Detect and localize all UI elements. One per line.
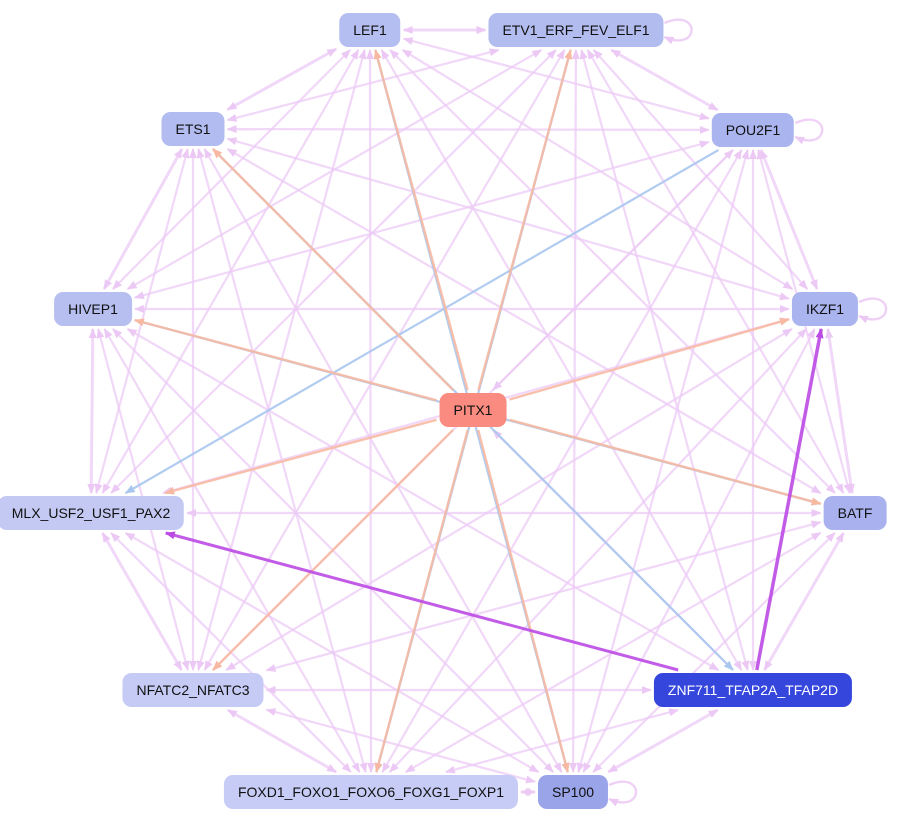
edge-znf711_tfap2a_tfap2d-foxd1_foxo1_foxo6_foxg1_foxp1	[444, 708, 680, 774]
edge-pou2f1-pitx1	[492, 149, 734, 391]
edge-mlx_usf2_usf1_pax2-hivep1	[87, 328, 97, 494]
edge-batf-znf711_tfap2a_tfap2d	[763, 532, 845, 671]
node-etv1_erf_fev_elf1[interactable]: ETV1_ERF_FEV_ELF1	[488, 13, 664, 47]
edge-pou2f1-mlx_usf2_usf1_pax2	[124, 149, 719, 494]
edge-ikzf1-batf	[825, 328, 855, 494]
node-sp100[interactable]: SP100	[537, 775, 609, 809]
edge-batf-ets1	[226, 148, 822, 495]
edge-lef1-znf711_tfap2a_tfap2d	[380, 49, 743, 671]
edge-pitx1-lef1	[373, 49, 469, 391]
edge-sp100-mlx_usf2_usf1_pax2	[124, 532, 540, 773]
edge-pitx1-ikzf1	[509, 317, 790, 401]
edge-etv1_erf_fev_elf1-ets1	[226, 48, 500, 122]
edge-pitx1-ets1	[212, 148, 454, 391]
node-hivep1[interactable]: HIVEP1	[54, 292, 132, 326]
edge-pitx1-hivep1	[133, 318, 437, 402]
edge-lef1-hivep1	[112, 49, 351, 290]
edge-lef1-foxd1_foxo1_foxo6_foxg1_foxp1	[366, 49, 375, 773]
node-mlx_usf2_usf1_pax2[interactable]: MLX_USF2_USF1_PAX2	[0, 496, 185, 530]
node-ets1[interactable]: ETS1	[161, 112, 225, 146]
edge-znf711_tfap2a_tfap2d-hivep1	[126, 328, 720, 671]
node-pitx1[interactable]: PITX1	[439, 393, 507, 427]
self-loop-pou2f1	[794, 118, 824, 145]
edge-etv1_erf_fev_elf1-sp100	[569, 49, 580, 773]
edge-znf711_tfap2a_tfap2d-mlx_usf2_usf1_pax2	[164, 531, 679, 672]
node-lef1[interactable]: LEF1	[339, 13, 401, 47]
edge-pou2f1-ets1	[226, 125, 710, 134]
self-loop-etv1_erf_fev_elf1	[663, 18, 693, 45]
edge-lef1-ikzf1	[401, 49, 794, 290]
edge-pitx1-sp100	[477, 429, 570, 773]
edge-ikzf1-ets1	[226, 137, 790, 301]
edge-hivep1-ets1	[102, 148, 184, 290]
edge-pitx1-etv1_erf_fev_elf1	[477, 49, 573, 391]
edge-pitx1-mlx_usf2_usf1_pax2	[164, 418, 437, 495]
node-foxd1_foxo1_foxo6_foxg1_foxp1[interactable]: FOXD1_FOXO1_FOXO6_FOXG1_FOXP1	[223, 775, 519, 809]
node-batf[interactable]: BATF	[823, 496, 887, 530]
edge-pitx1-batf	[509, 418, 822, 506]
node-ikzf1[interactable]: IKZF1	[791, 292, 859, 326]
node-pou2f1[interactable]: POU2F1	[711, 113, 795, 147]
edge-pitx1-nfatc2_nfatc3	[212, 429, 454, 671]
node-znf711_tfap2a_tfap2d[interactable]: ZNF711_TFAP2A_TFAP2D	[653, 673, 853, 707]
self-loop-ikzf1	[858, 297, 888, 324]
edge-znf711_tfap2a_tfap2d-ikzf1	[755, 328, 824, 671]
edge-etv1_erf_fev_elf1-pou2f1	[610, 48, 719, 112]
node-nfatc2_nfatc3[interactable]: NFATC2_NFATC3	[122, 673, 264, 707]
self-loop-sp100	[608, 780, 638, 807]
edge-ikzf1-nfatc2_nfatc3	[225, 328, 793, 671]
